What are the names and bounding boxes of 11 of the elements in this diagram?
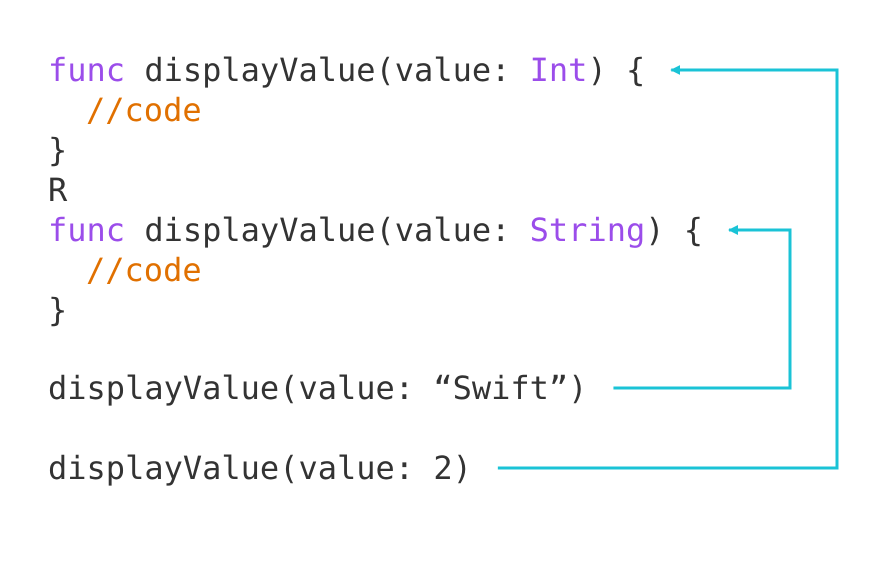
code-text: R (48, 170, 68, 210)
code-comment: //code (86, 90, 202, 130)
code-line: func displayValue(value: Int) { (48, 50, 672, 90)
code-line: displayValue(value: “Swift”) (48, 368, 614, 408)
arrow (613, 225, 792, 390)
code-text: } (48, 130, 68, 170)
code-line: displayValue(value: 2) (48, 448, 498, 488)
code-comment: //code (86, 250, 202, 290)
arrow (498, 65, 838, 470)
code-line: func displayValue(value: String) { (48, 210, 730, 250)
code-text: } (48, 290, 68, 330)
